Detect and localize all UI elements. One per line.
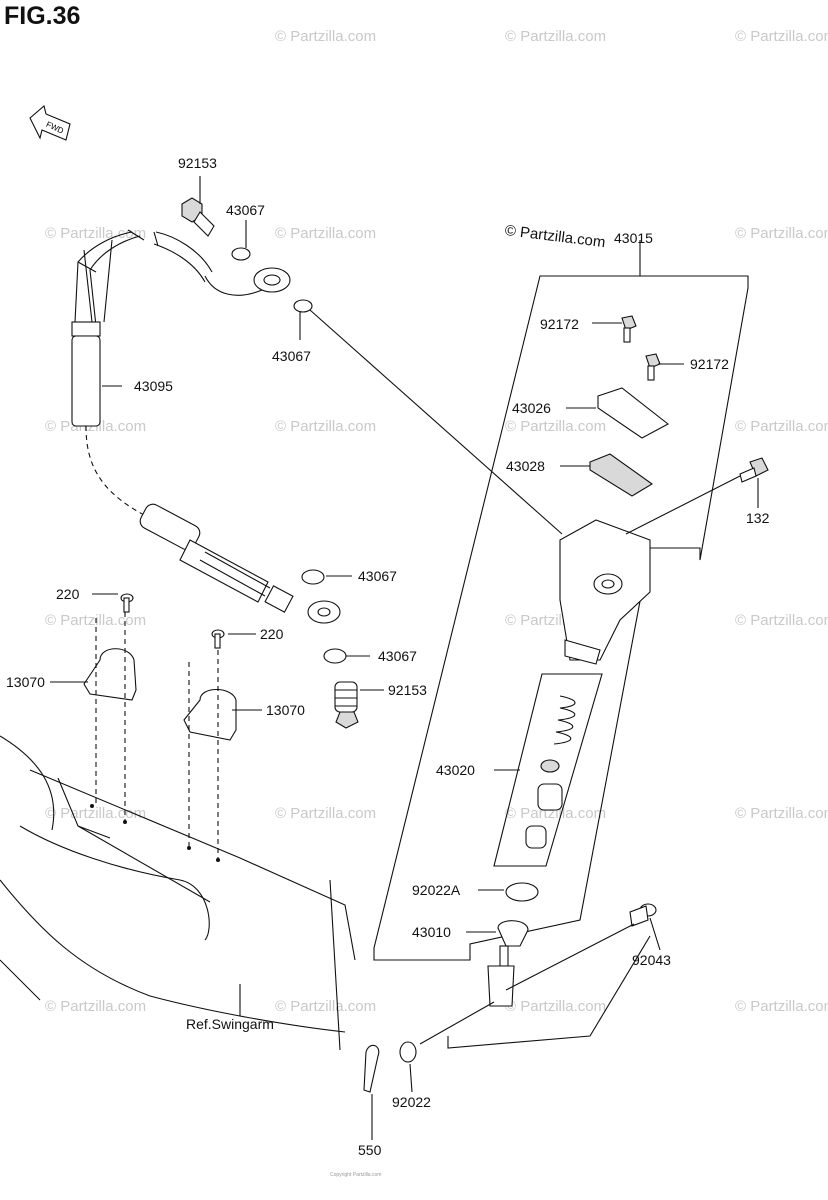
watermark: © Partzilla.com: [735, 612, 828, 629]
watermark: © Partzilla.com: [275, 805, 377, 822]
watermark: © Partzilla.com: [505, 418, 607, 435]
diaphragm: [589, 453, 654, 497]
watermark: © Partzilla.com: [735, 998, 828, 1015]
label-92153: 92153: [388, 682, 427, 698]
assembly-outline-right: [447, 935, 651, 1049]
banjo-bolt-top: [181, 197, 313, 313]
mount-bolt: [739, 457, 769, 483]
push-rod: [487, 920, 529, 1007]
label-92022: 92022: [392, 1094, 431, 1110]
watermark: © Partzilla.com: [45, 805, 147, 822]
master-cylinder-body: [559, 519, 651, 665]
banjo-bolt-lower: [334, 681, 359, 729]
watermark: © Partzilla.com: [505, 998, 607, 1015]
watermark: © Partzilla.com: [505, 28, 607, 45]
label-132: 132: [746, 510, 770, 526]
label-ref-swingarm: Ref.Swingarm: [186, 1016, 274, 1032]
label-13070: 13070: [266, 702, 305, 718]
watermark: © Partzilla.com: [735, 805, 828, 822]
watermark: © Partzilla.com: [735, 28, 828, 45]
hose-clamp-left: [83, 593, 137, 701]
label-220: 220: [260, 626, 284, 642]
label-43067: 43067: [358, 568, 397, 584]
label-92022A: 92022A: [412, 882, 461, 898]
cap-bolt-1: [621, 315, 637, 343]
label-43028: 43028: [506, 458, 545, 474]
forward-arrow-icon: FWD: [29, 105, 71, 141]
label-43067: 43067: [272, 348, 311, 364]
label-43095: 43095: [134, 378, 173, 394]
label-92153: 92153: [178, 155, 217, 171]
label-92043: 92043: [632, 952, 671, 968]
label-43015: 43015: [614, 230, 653, 246]
label-43067: 43067: [378, 648, 417, 664]
label-13070: 13070: [6, 674, 45, 690]
swingarm-outline: [0, 735, 356, 1051]
watermark: © Partzilla.com: [735, 225, 828, 242]
label-43067: 43067: [226, 202, 265, 218]
label-43026: 43026: [512, 400, 551, 416]
watermark: © Partzilla.com: [275, 998, 377, 1015]
cap-bolt-2: [645, 353, 661, 381]
label-92172: 92172: [540, 316, 579, 332]
watermark: © Partzilla.com: [505, 805, 607, 822]
brake-hose-lower: [139, 503, 347, 664]
washer: [399, 1041, 417, 1063]
brake-hose-upper: [71, 229, 291, 427]
figure-title: FIG.36: [4, 2, 81, 30]
cotter-pin: [363, 1044, 380, 1093]
leader-lines: [50, 176, 759, 1140]
label-550: 550: [358, 1142, 382, 1158]
label-43010: 43010: [412, 924, 451, 940]
hose-clamp-right: [183, 629, 237, 741]
reservoir-cap: [597, 387, 670, 439]
assembly-outline: [373, 275, 749, 961]
piston-kit: [525, 695, 576, 849]
snap-ring: [505, 882, 539, 902]
watermark: © Partzilla.com: [275, 28, 377, 45]
watermark: © Partzilla.com: [45, 998, 147, 1015]
label-43020: 43020: [436, 762, 475, 778]
watermark: © Partzilla.com: [275, 418, 377, 435]
label-220: 220: [56, 586, 80, 602]
piston-kit-outline: [493, 673, 603, 867]
label-92172: 92172: [690, 356, 729, 372]
copyright-footer: Copyright Partzilla.com: [330, 1172, 382, 1178]
clevis-pin: [629, 903, 657, 927]
watermark: © Partzilla.com: [45, 225, 147, 242]
watermark: © Partzilla.com: [275, 225, 377, 242]
watermark: © Partzilla.com: [735, 418, 828, 435]
